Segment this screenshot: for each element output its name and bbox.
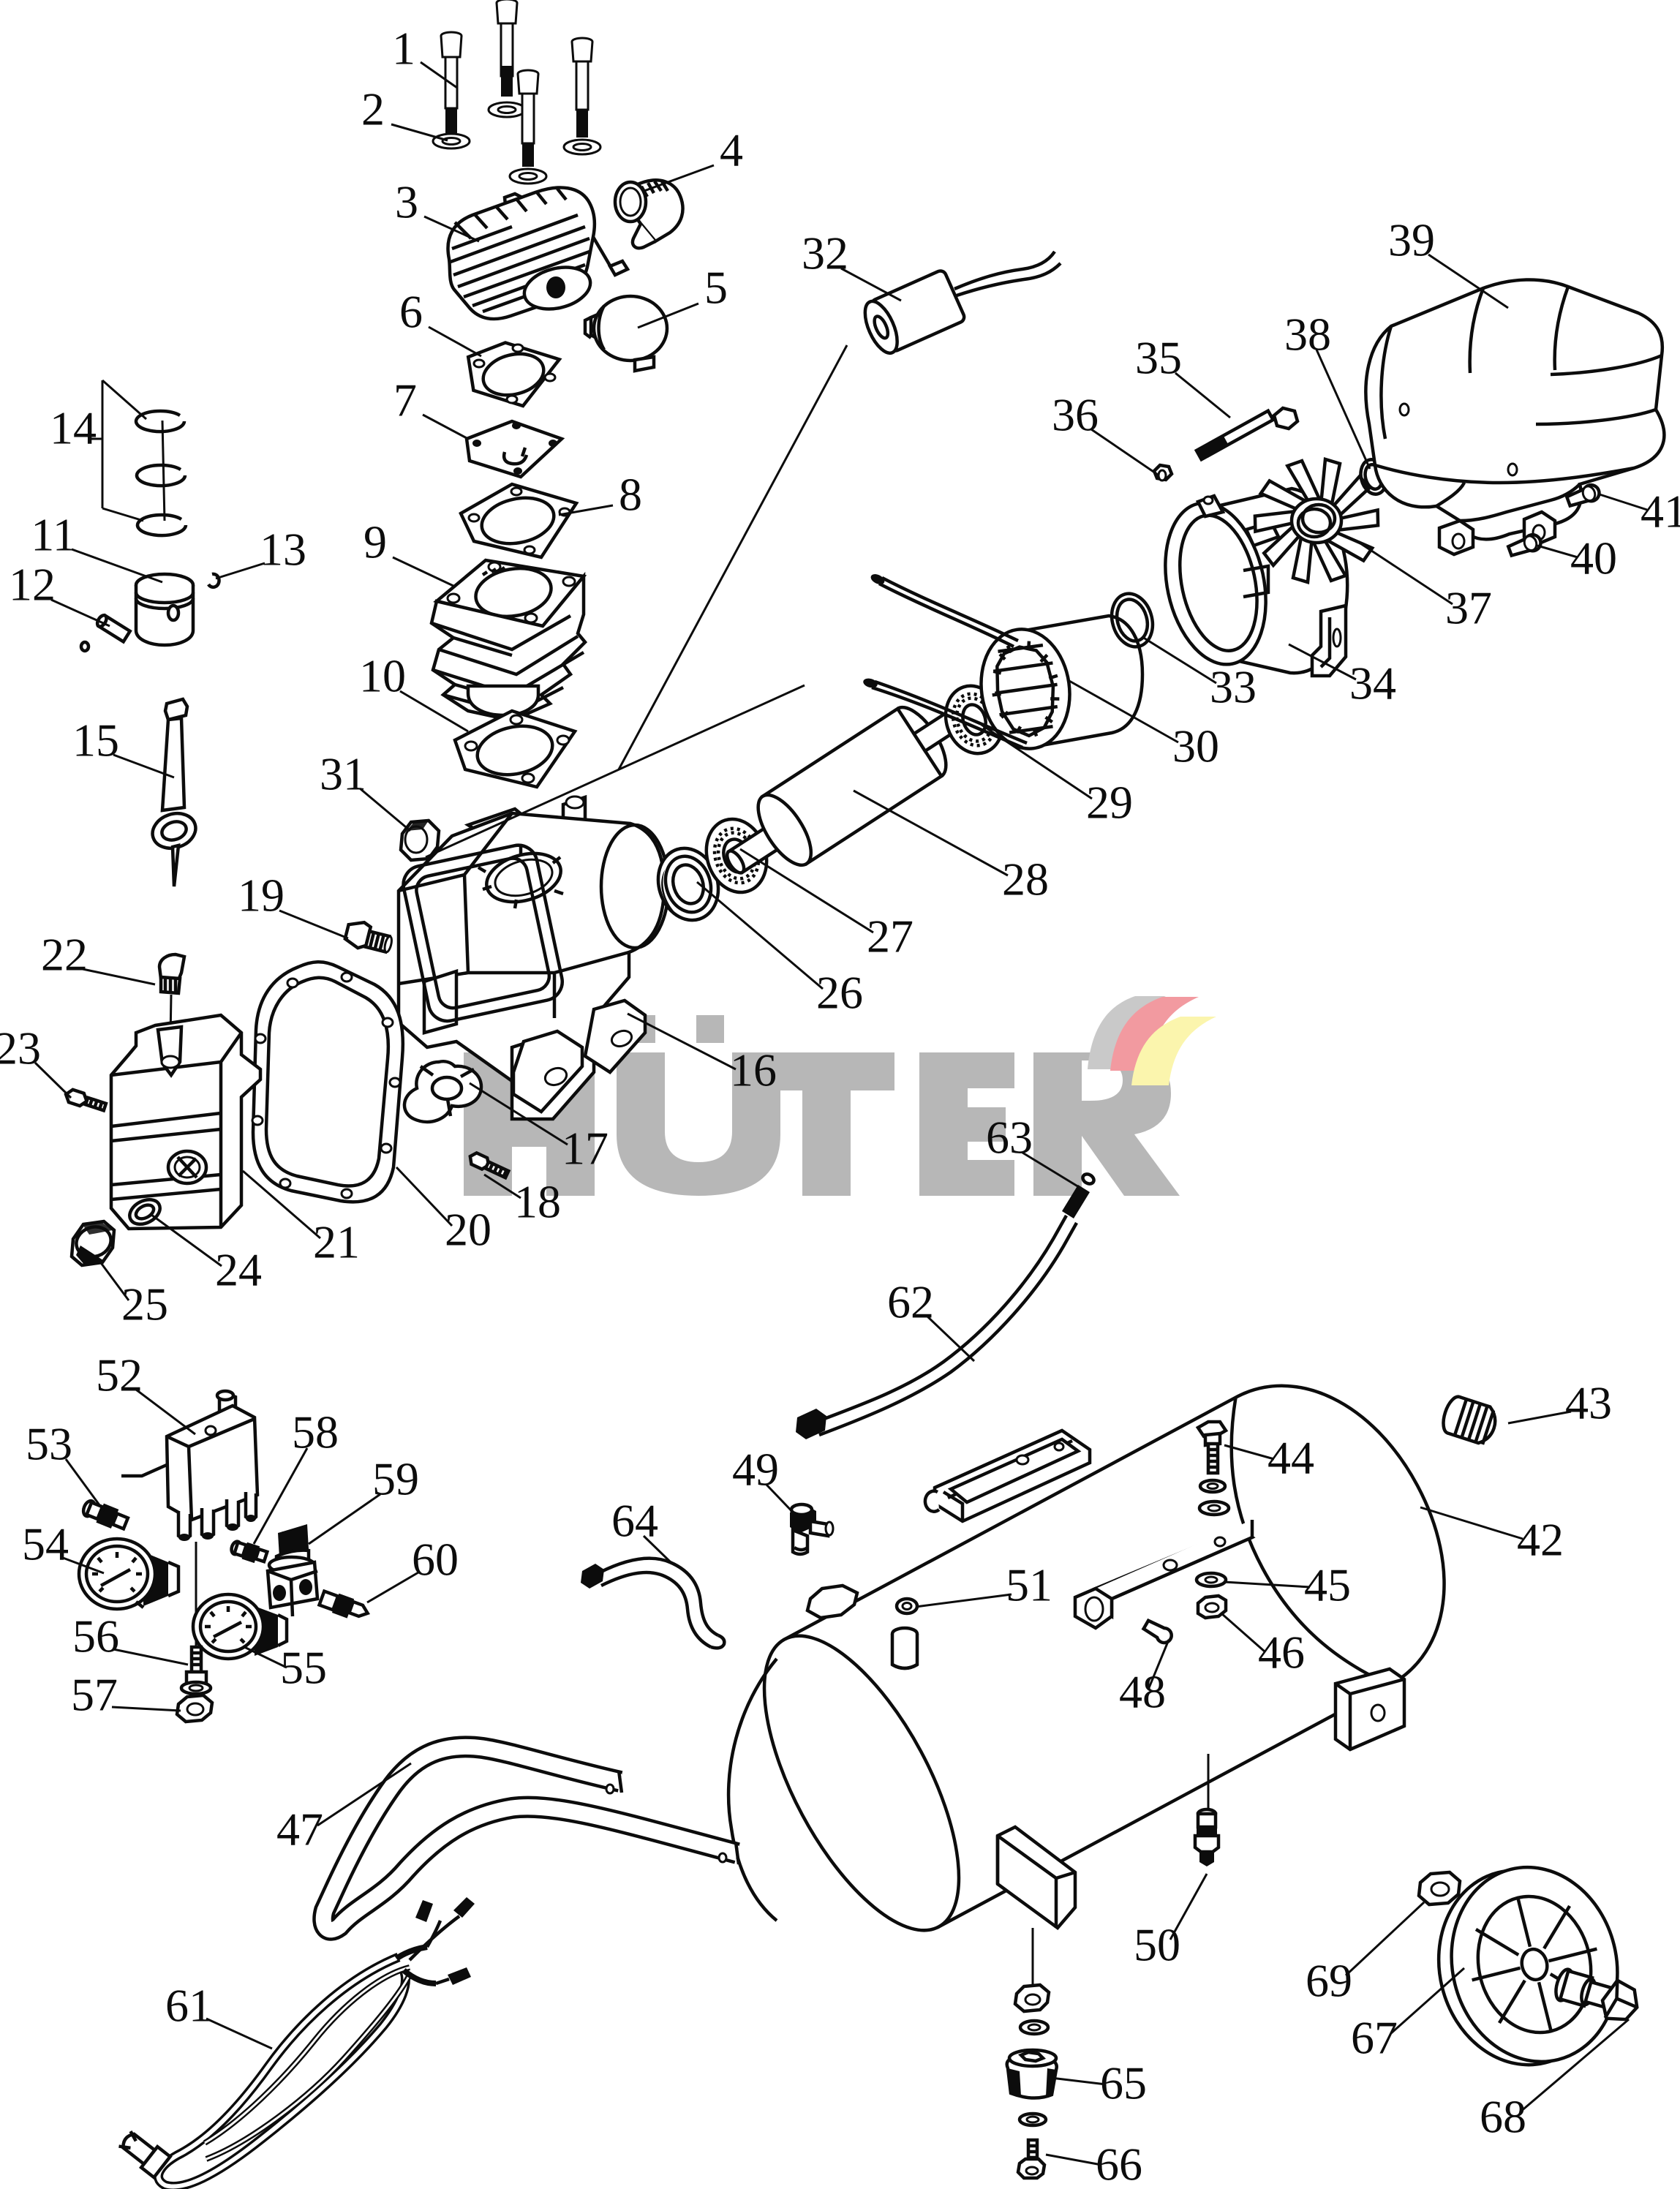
svg-text:61: 61: [165, 1980, 212, 2032]
svg-text:12: 12: [9, 559, 56, 611]
svg-text:2: 2: [361, 83, 385, 135]
svg-text:9: 9: [364, 516, 387, 568]
svg-text:65: 65: [1100, 2057, 1147, 2109]
svg-text:35: 35: [1135, 332, 1182, 384]
svg-text:66: 66: [1096, 2139, 1142, 2189]
svg-text:56: 56: [72, 1610, 119, 1662]
svg-text:32: 32: [802, 227, 848, 279]
svg-text:58: 58: [292, 1406, 339, 1458]
svg-text:60: 60: [412, 1534, 459, 1586]
svg-text:28: 28: [1002, 854, 1049, 905]
svg-text:27: 27: [867, 911, 914, 962]
svg-text:48: 48: [1119, 1666, 1166, 1718]
svg-text:11: 11: [31, 509, 76, 561]
svg-text:69: 69: [1306, 1955, 1352, 2007]
svg-text:68: 68: [1480, 2091, 1526, 2143]
svg-text:34: 34: [1349, 658, 1396, 709]
svg-text:49: 49: [732, 1444, 779, 1496]
svg-text:13: 13: [260, 524, 306, 576]
svg-text:7: 7: [393, 374, 417, 426]
svg-text:36: 36: [1052, 389, 1099, 441]
svg-text:8: 8: [619, 469, 642, 521]
svg-text:41: 41: [1641, 486, 1680, 538]
svg-text:57: 57: [71, 1669, 118, 1721]
svg-text:59: 59: [372, 1453, 419, 1505]
svg-text:50: 50: [1134, 1919, 1180, 1971]
svg-text:42: 42: [1517, 1514, 1564, 1566]
svg-text:14: 14: [50, 402, 97, 454]
svg-text:51: 51: [1006, 1559, 1052, 1611]
svg-text:16: 16: [730, 1044, 777, 1096]
svg-text:20: 20: [445, 1204, 491, 1256]
svg-text:23: 23: [0, 1022, 41, 1074]
svg-text:43: 43: [1565, 1377, 1612, 1429]
svg-text:53: 53: [26, 1418, 72, 1470]
svg-text:52: 52: [96, 1349, 143, 1401]
svg-text:40: 40: [1570, 532, 1617, 584]
svg-text:55: 55: [280, 1642, 327, 1694]
svg-text:30: 30: [1172, 720, 1219, 772]
svg-text:46: 46: [1258, 1627, 1305, 1679]
svg-text:10: 10: [359, 650, 406, 702]
svg-text:45: 45: [1304, 1559, 1351, 1611]
svg-text:29: 29: [1086, 777, 1133, 829]
svg-text:31: 31: [320, 748, 366, 800]
svg-text:4: 4: [720, 124, 743, 176]
svg-text:39: 39: [1388, 214, 1435, 266]
svg-text:15: 15: [72, 715, 119, 766]
svg-text:67: 67: [1351, 2012, 1398, 2064]
svg-text:47: 47: [276, 1804, 323, 1855]
svg-text:19: 19: [238, 870, 285, 922]
svg-text:33: 33: [1210, 661, 1257, 713]
svg-text:5: 5: [704, 262, 728, 314]
svg-text:18: 18: [514, 1176, 561, 1228]
svg-text:54: 54: [22, 1518, 69, 1570]
svg-text:3: 3: [395, 176, 418, 228]
svg-text:17: 17: [562, 1123, 609, 1175]
svg-text:6: 6: [399, 286, 423, 338]
svg-text:26: 26: [816, 967, 863, 1019]
svg-text:37: 37: [1445, 582, 1492, 634]
svg-text:62: 62: [887, 1276, 934, 1328]
svg-text:24: 24: [215, 1244, 262, 1296]
svg-text:25: 25: [121, 1278, 168, 1330]
svg-text:21: 21: [313, 1216, 360, 1268]
svg-text:38: 38: [1284, 309, 1331, 361]
svg-text:64: 64: [611, 1495, 658, 1547]
svg-text:44: 44: [1267, 1432, 1314, 1484]
svg-text:1: 1: [392, 23, 415, 75]
svg-text:22: 22: [41, 929, 88, 981]
